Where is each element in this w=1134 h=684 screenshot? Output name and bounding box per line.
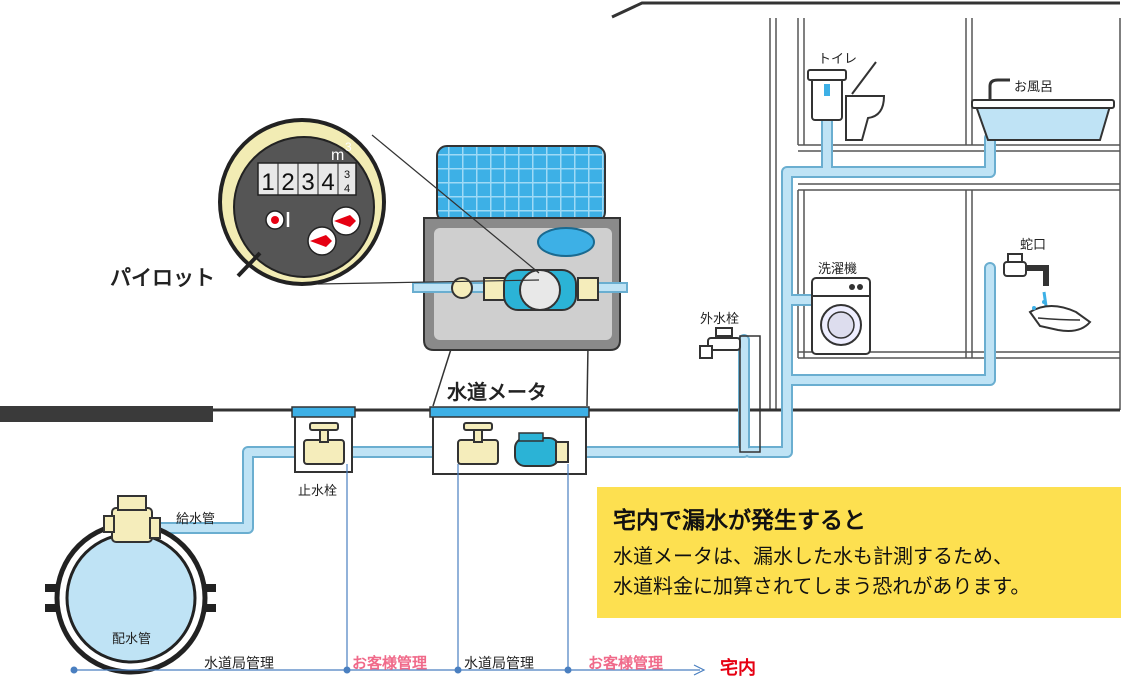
- callout-line: 水道料金に加算されてしまう恐れがあります。: [613, 574, 1031, 598]
- boundary-dots: [70, 666, 572, 674]
- toilet-label: トイレ: [818, 52, 858, 67]
- segment-customer-2: お客様管理: [588, 654, 664, 672]
- outdoor-tap-icon: [699, 327, 761, 453]
- washing-hands-icon: [1028, 300, 1092, 332]
- outdoor-tap-label: 外水栓: [700, 312, 740, 327]
- meter-dial-magnifier: [218, 118, 386, 286]
- meter-box-enlarged: [412, 145, 628, 407]
- callout-title: 宅内で漏水が発生すると: [613, 508, 866, 534]
- bathtub-icon: [971, 78, 1115, 141]
- main-pipe-label: 配水管: [112, 632, 152, 647]
- pilot-pointer: [236, 251, 262, 278]
- washer-label: 洗濯機: [818, 262, 858, 277]
- meter-box: [429, 406, 590, 475]
- segment-bureau-2: 水道局管理: [464, 656, 534, 672]
- meter-digit: 3: [301, 169, 314, 196]
- main-pipe: [45, 495, 216, 675]
- stop-valve-box: [291, 406, 356, 473]
- pilot-label: パイロット: [110, 266, 215, 290]
- ground-slab: [0, 406, 213, 422]
- bath-label: お風呂: [1014, 80, 1054, 95]
- faucet-icon: [1003, 253, 1049, 307]
- faucet-label: 蛇口: [1020, 238, 1047, 253]
- meter-unit-exponent: 3: [345, 140, 352, 154]
- meter-fraction-top: 3: [344, 169, 350, 181]
- segment-bureau-1: 水道局管理: [204, 656, 274, 672]
- stop-valve-label: 止水栓: [298, 484, 338, 499]
- house-roof: [611, 1, 1120, 19]
- house-walls: [769, 18, 1121, 410]
- destination-label: 宅内: [720, 658, 756, 679]
- service-pipe-label: 給水管: [176, 512, 216, 527]
- boundary-lines: [74, 464, 706, 676]
- meter-digit: 2: [281, 169, 294, 196]
- zoom-line-top: [371, 134, 540, 274]
- water-pipes: [151, 116, 994, 532]
- zoom-line-bottom: [317, 279, 540, 285]
- segment-customer-1: お客様管理: [352, 654, 428, 672]
- meter-fraction-bottom: 4: [344, 183, 350, 195]
- meter-digit: 4: [321, 169, 334, 196]
- washing-machine-icon: [811, 277, 871, 355]
- toilet-icon: [807, 61, 886, 141]
- leak-warning-callout: 宅内で漏水が発生すると 水道メータは、漏水した水も計測するため、 水道料金に加算…: [597, 487, 1121, 618]
- meter-label: 水道メータ: [447, 380, 547, 404]
- meter-unit: m: [331, 147, 344, 164]
- meter-digit: 1: [261, 169, 274, 196]
- callout-line: 水道メータは、漏水した水も計測するため、: [613, 544, 1013, 568]
